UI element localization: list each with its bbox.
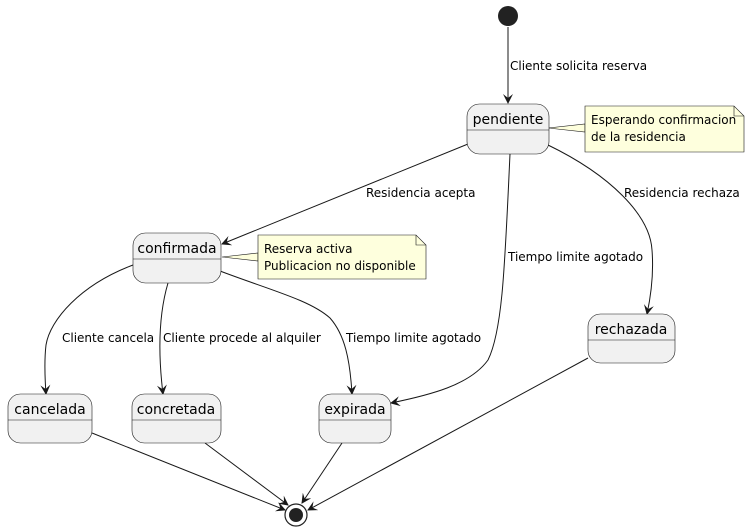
note-connector-pendiente [547, 123, 586, 133]
edge-pendiente-rechazada [547, 144, 654, 315]
state-concretada[interactable]: concretada [131, 393, 222, 444]
note-pendiente-line-1: Esperando confirmacion [591, 113, 736, 127]
label-cliente-cancela: Cliente cancela [62, 331, 154, 345]
label-tiempo-limite-pendiente: Tiempo limite agotado [507, 250, 643, 264]
edge-pendiente-confirmada [221, 143, 469, 246]
state-pendiente[interactable]: pendiente [466, 103, 550, 155]
state-expirada-label: expirada [324, 402, 385, 418]
note-pendiente-line-2: de la residencia [591, 130, 686, 144]
state-expirada[interactable]: expirada [318, 393, 392, 444]
state-rechazada[interactable]: rechazada [587, 313, 676, 364]
label-cliente-solicita-reserva: Cliente solicita reserva [510, 59, 647, 73]
final-state [284, 503, 308, 527]
state-pendiente-label: pendiente [473, 112, 544, 128]
state-cancelada[interactable]: cancelada [7, 393, 93, 444]
note-confirmada: Reserva activa Publicacion no disponible [257, 234, 427, 280]
edge-rechazada-final [307, 357, 589, 511]
note-connector-confirmada [221, 252, 259, 262]
edge-cancelada-final [91, 432, 286, 512]
edge-expirada-final [301, 442, 343, 504]
note-pendiente: Esperando confirmacion de la residencia [584, 105, 745, 153]
edge-confirmada-cancelada [40, 264, 134, 395]
initial-state [498, 6, 518, 26]
label-cliente-procede: Cliente procede al alquiler [163, 331, 321, 345]
label-tiempo-limite-confirmada: Tiempo limite agotado [345, 331, 481, 345]
transition-edges [40, 27, 654, 512]
state-rechazada-label: rechazada [595, 322, 668, 338]
note-confirmada-line-1: Reserva activa [264, 242, 352, 256]
state-confirmada-label: confirmada [137, 241, 216, 257]
note-confirmada-line-2: Publicacion no disponible [264, 259, 416, 273]
state-concretada-label: concretada [137, 402, 215, 418]
edge-concretada-final [204, 442, 289, 506]
edge-pendiente-expirada [390, 153, 511, 407]
edge-confirmada-expirada [219, 270, 357, 395]
state-cancelada-label: cancelada [14, 402, 85, 418]
label-residencia-rechaza: Residencia rechaza [624, 186, 740, 200]
state-confirmada[interactable]: confirmada [132, 232, 222, 284]
label-residencia-acepta: Residencia acepta [366, 186, 475, 200]
edge-confirmada-concretada [156, 282, 169, 395]
transition-labels: Cliente solicita reserva Residencia acep… [62, 59, 740, 345]
